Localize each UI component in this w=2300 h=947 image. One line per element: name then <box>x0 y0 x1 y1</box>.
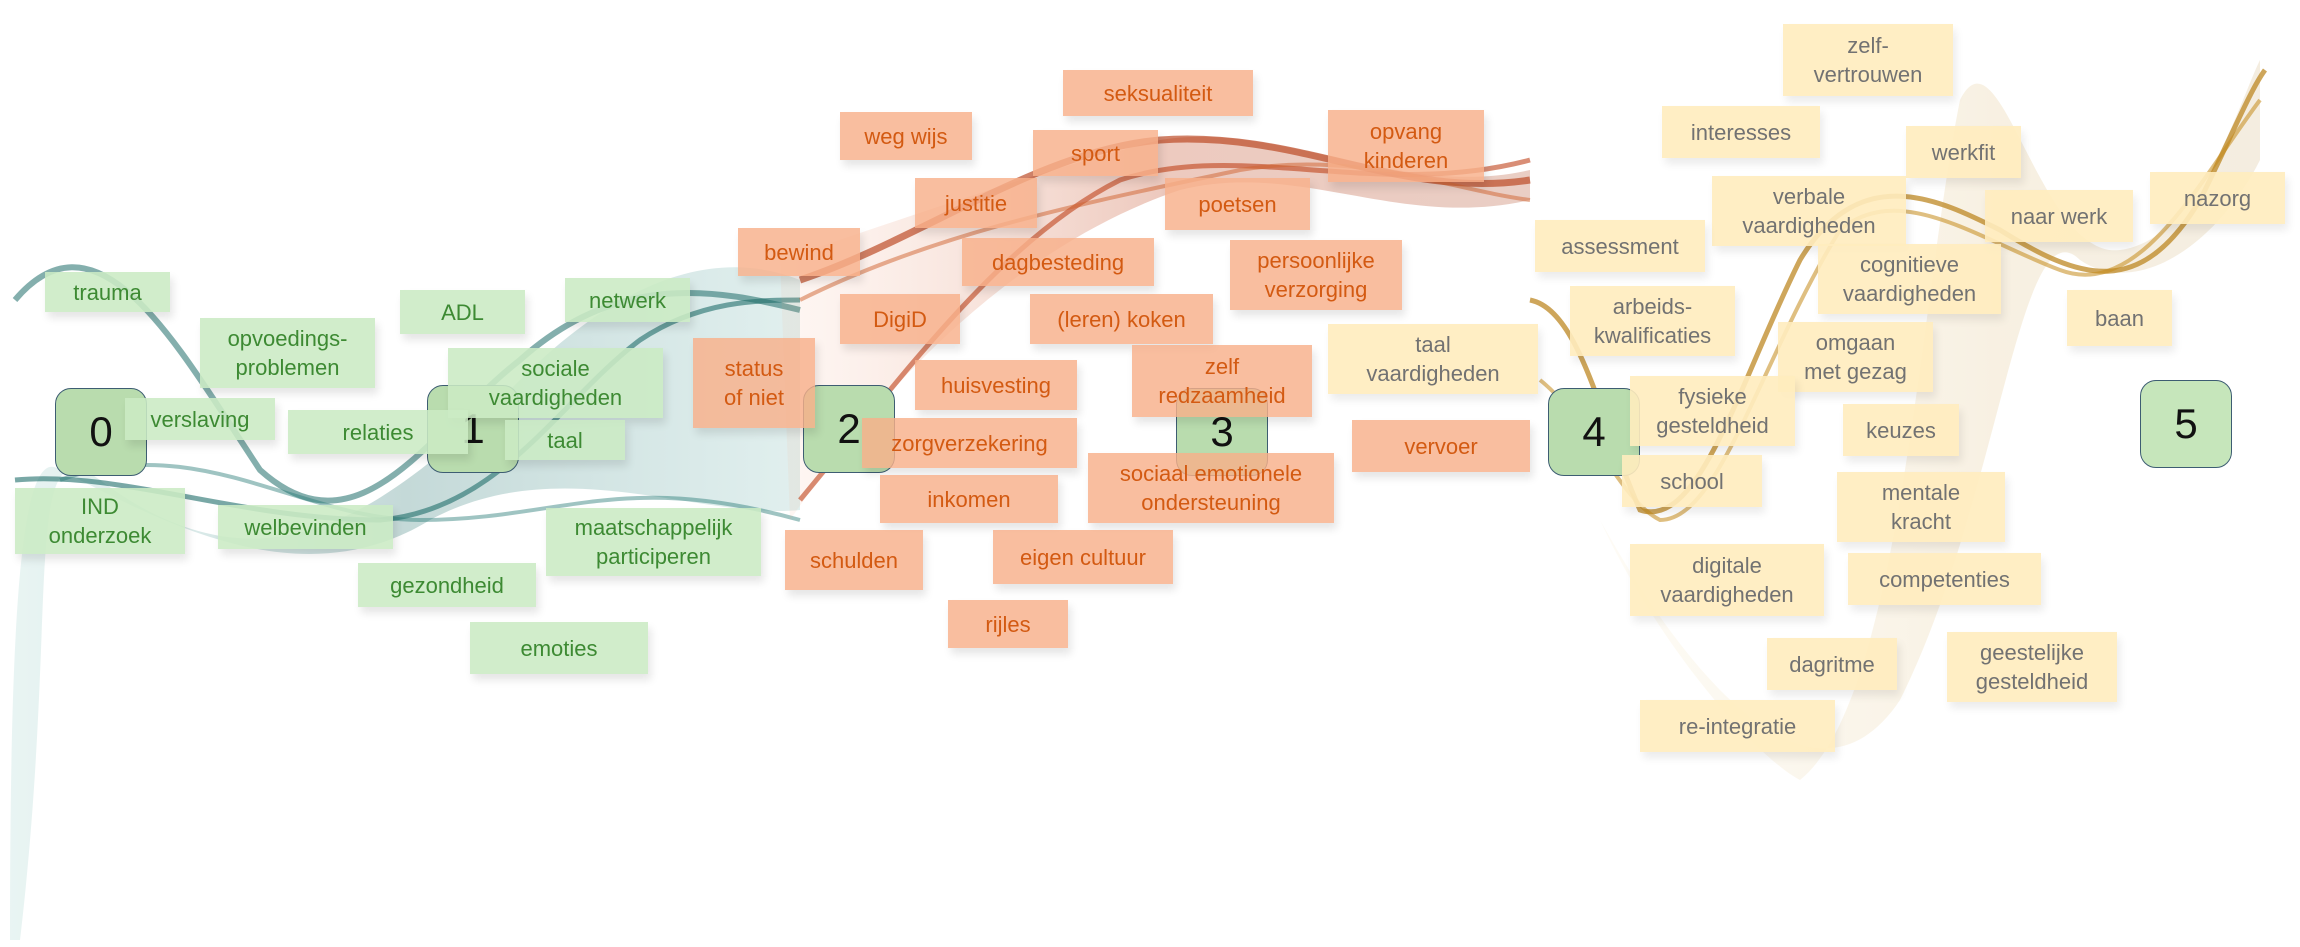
label-mentale-kracht: mentale kracht <box>1837 472 2005 542</box>
label-geestelijke-gesteldheid: geestelijke gesteldheid <box>1947 632 2117 702</box>
label-taal: taal <box>505 420 625 460</box>
teal-ribbon-line-3 <box>59 462 801 523</box>
stage-4-number: 4 <box>1582 408 1606 455</box>
label-omgaan-met-gezag: omgaan met gezag <box>1778 322 1933 392</box>
label-status-of-niet: status of niet <box>693 338 815 428</box>
red-ribbon-fill <box>780 136 1530 520</box>
label-assessment: assessment <box>1535 220 1705 272</box>
label-leren-koken: (leren) koken <box>1030 294 1213 344</box>
label-sociale-vaardigheden: sociale vaardigheden <box>448 348 663 418</box>
label-trauma: trauma <box>45 272 170 312</box>
label-interesses: interesses <box>1662 106 1820 158</box>
label-opvang-kinderen: opvang kinderen <box>1328 110 1484 182</box>
label-persoonlijke-verzorging: persoonlijke verzorging <box>1230 240 1402 310</box>
label-poetsen: poetsen <box>1165 178 1310 230</box>
label-arbeids-kwalificaties: arbeids- kwalificaties <box>1570 286 1735 356</box>
label-competenties: competenties <box>1848 553 2041 605</box>
label-adl: ADL <box>400 290 525 334</box>
label-inkomen: inkomen <box>880 475 1058 523</box>
label-bewind: bewind <box>738 228 860 276</box>
label-schulden: schulden <box>785 530 923 590</box>
stage-2-number: 2 <box>837 405 861 452</box>
label-re-integratie: re-integratie <box>1640 700 1835 752</box>
label-werkfit: werkfit <box>1906 126 2021 178</box>
label-ind-onderzoek: IND onderzoek <box>15 488 185 554</box>
label-vervoer: vervoer <box>1352 420 1530 472</box>
label-fysieke-gesteldheid: fysieke gesteldheid <box>1630 376 1795 446</box>
stage-0-number: 0 <box>89 408 113 455</box>
label-taal-vaardigheden: taal vaardigheden <box>1328 324 1538 394</box>
label-sociaal-emotionele-ondersteuning: sociaal emotionele ondersteuning <box>1088 453 1334 523</box>
label-digid: DigiD <box>840 294 960 344</box>
label-nazorg: nazorg <box>2150 172 2285 224</box>
label-gezondheid: gezondheid <box>358 563 536 607</box>
stage-3-number: 3 <box>1210 408 1234 455</box>
label-huisvesting: huisvesting <box>915 360 1077 410</box>
label-zorgverzekering: zorgverzekering <box>862 418 1077 468</box>
label-dagritme: dagritme <box>1767 638 1897 690</box>
label-seksualiteit: seksualiteit <box>1063 70 1253 116</box>
stage-5-box: 5 <box>2140 380 2232 468</box>
label-rijles: rijles <box>948 600 1068 648</box>
stage-5-number: 5 <box>2174 400 2198 447</box>
label-verslaving: verslaving <box>125 398 275 440</box>
label-weg-wijs: weg wijs <box>840 112 972 160</box>
label-zelf-redzaamheid: zelf redzaamheid <box>1132 345 1312 417</box>
label-opvoedingsproblemen: opvoedings- problemen <box>200 318 375 388</box>
label-verbale-vaardigheden: verbale vaardigheden <box>1712 176 1906 246</box>
label-school: school <box>1622 455 1762 507</box>
label-welbevinden: welbevinden <box>218 505 393 549</box>
label-netwerk: netwerk <box>565 278 690 322</box>
label-baan: baan <box>2067 290 2172 346</box>
label-relaties: relaties <box>288 410 468 454</box>
label-sport: sport <box>1033 130 1158 176</box>
label-maatschappelijk-participeren: maatschappelijk participeren <box>546 508 761 576</box>
label-dagbesteding: dagbesteding <box>962 238 1154 286</box>
label-digitale-vaardigheden: digitale vaardigheden <box>1630 544 1824 616</box>
red-ribbon-line-3 <box>799 162 1531 302</box>
label-zelf-vertrouwen: zelf- vertrouwen <box>1783 24 1953 96</box>
label-keuzes: keuzes <box>1843 404 1959 456</box>
label-eigen-cultuur: eigen cultuur <box>993 530 1173 584</box>
label-naar-werk: naar werk <box>1985 190 2133 242</box>
label-emoties: emoties <box>470 622 648 674</box>
label-cognitieve-vaardigheden: cognitieve vaardigheden <box>1818 244 2001 314</box>
label-justitie: justitie <box>915 178 1037 228</box>
